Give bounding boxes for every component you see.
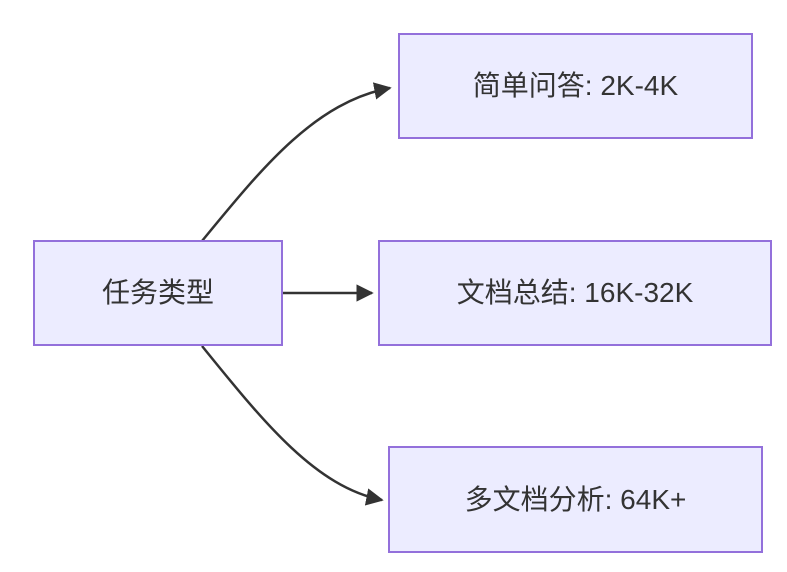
node-task-type-label: 任务类型 bbox=[101, 277, 214, 309]
edge-root-to-qa bbox=[201, 82, 392, 242]
node-simple-qa: 简单问答: 2K-4K bbox=[398, 33, 753, 139]
edge-root-to-multidoc bbox=[201, 345, 384, 506]
node-doc-summary: 文档总结: 16K-32K bbox=[378, 240, 772, 346]
node-multi-doc-analysis: 多文档分析: 64K+ bbox=[388, 446, 763, 553]
node-doc-summary-label: 文档总结: 16K-32K bbox=[456, 277, 694, 309]
node-simple-qa-label: 简单问答: 2K-4K bbox=[472, 70, 679, 102]
node-multi-doc-analysis-label: 多文档分析: 64K+ bbox=[464, 483, 687, 515]
node-task-type: 任务类型 bbox=[33, 240, 283, 346]
